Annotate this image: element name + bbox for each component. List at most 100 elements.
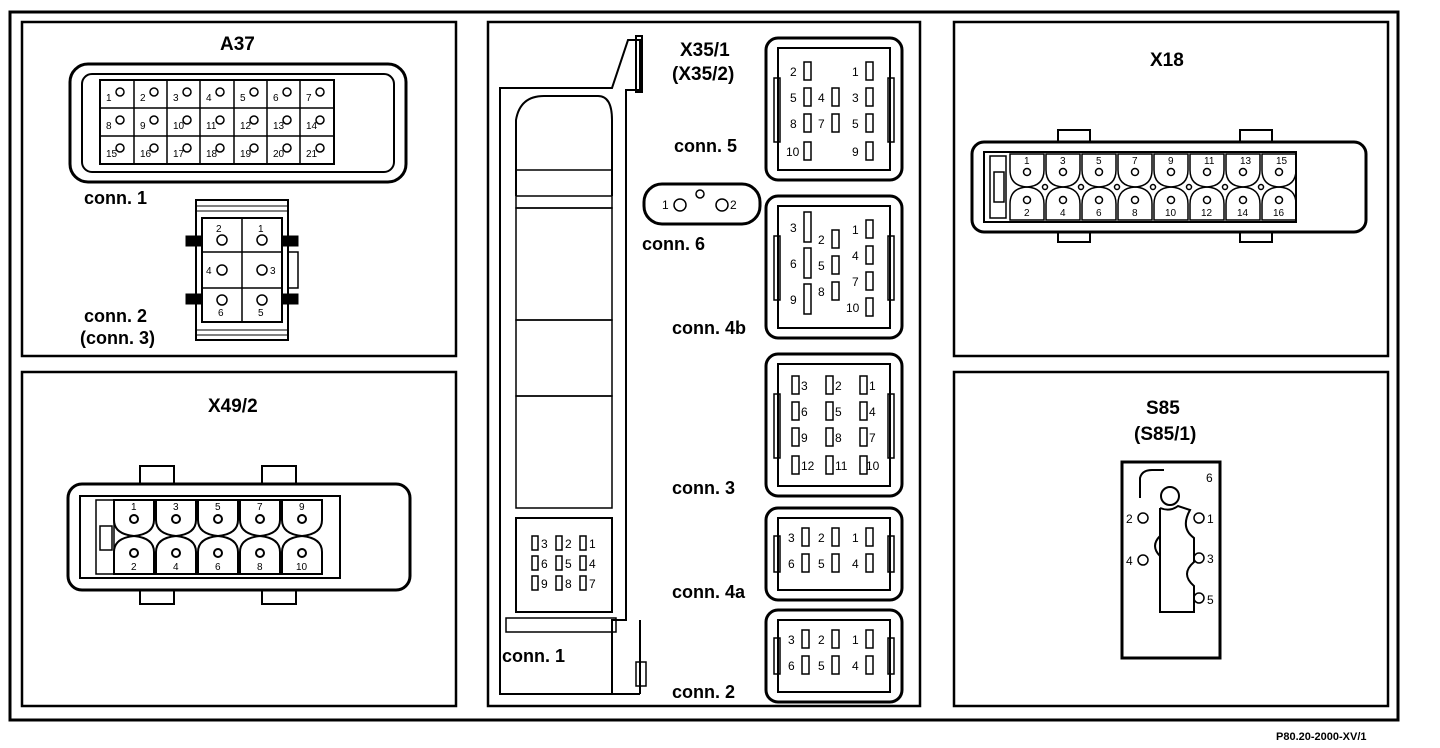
a37-conn1-pin-hole [149,87,159,97]
x35-conn4a-pin-number: 6 [788,557,795,571]
x49-panel [20,370,458,708]
a37-conn1-label: conn. 1 [84,188,147,208]
x49-pin-number: 8 [257,562,263,573]
x35-conn2-pin-number: 5 [818,659,825,673]
x35-conn6-pin-1: 1 [662,198,669,212]
s85-pin-4: 4 [1126,554,1133,568]
x35-conn1-pin-number: 9 [541,577,548,591]
x18-pin-hole [1022,195,1032,205]
s85-pin-6: 6 [1206,471,1213,485]
x35-conn1-pin-number: 5 [565,557,572,571]
x35-conn3-pin-slot [825,455,834,475]
a37-conn1-pin-hole [182,143,192,153]
x35-conn5-connector [764,36,904,182]
x35-conn2-pin-number: 4 [852,659,859,673]
x35-conn3-pin-number: 6 [801,405,808,419]
x18-pin-number: 6 [1096,208,1102,219]
x18-pin-hole [1274,195,1284,205]
a37-conn3-label: (conn. 3) [80,328,155,348]
x18-pin-hole [1274,167,1284,177]
x18-pin-hole [1202,195,1212,205]
x35-conn4a-pin-slot [831,553,840,573]
x49-pin-lobe [113,534,155,575]
x35-conn5-pin-slot [831,113,840,133]
x18-pin-hole [1166,167,1176,177]
x35-conn1-pin-slot [579,575,587,591]
x49-pin-number: 2 [131,562,137,573]
x35-conn5-pin-slot [865,87,874,107]
x18-pin-lobe [1045,186,1081,221]
x35-conn4b-pin-slot [803,247,812,279]
x35-conn1-pin-number: 1 [589,537,596,551]
a37-conn1-pin-hole [315,143,325,153]
a37-conn1-pin-number: 18 [206,149,218,160]
a37-conn1-pin-number: 6 [273,93,279,104]
s85-panel [952,370,1390,708]
x35-conn3-pin-number: 9 [801,431,808,445]
x35-conn5-pin-number: 10 [786,145,800,159]
a37-conn2-pin-number: 1 [258,224,264,235]
x35-conn4b-pin-slot [865,271,874,291]
s85-title: S85 [1146,398,1180,419]
a37-conn2-connector [185,199,299,341]
x35-conn1-pin-number: 7 [589,577,596,591]
a37-conn1-pin-number: 1 [106,93,112,104]
x35-conn2-pin-slot [801,655,810,675]
x35-conn4a-pin-slot [865,527,874,547]
x35-conn6-connector [642,182,762,226]
x49-pin-hole [255,514,265,524]
x35-title: X35/1 [680,40,730,61]
x35-conn3-pin-slot [791,455,800,475]
x18-pin-number: 3 [1060,156,1066,167]
x49-pin-lobe [155,534,197,575]
x35-conn2-pin-slot [865,629,874,649]
x35-conn3-pin-slot [825,401,834,421]
x35-conn4a-pin-slot [801,553,810,573]
x35-conn4a-connector [764,506,904,602]
x35-conn1-pins [531,535,587,591]
x18-key-dot [1041,183,1049,191]
x18-pin-hole [1130,167,1140,177]
a37-conn1-pin-hole [182,87,192,97]
a37-conn1-pin-number: 7 [306,93,312,104]
x35-conn5-pin-number: 3 [852,91,859,105]
x18-pin-lobe [1189,186,1225,221]
a37-conn1-pin-number: 9 [140,121,146,132]
a37-conn1-pin-hole [282,143,292,153]
x35-conn4b-pin-slot [831,255,840,275]
x18-pin-number: 1 [1024,156,1030,167]
x35-conn1-pin-slot [579,555,587,571]
s85-pin-5: 5 [1207,593,1214,607]
x35-conn3-pin-number: 2 [835,379,842,393]
a37-conn1-pin-number: 21 [306,149,318,160]
a37-conn1-pin-hole [315,115,325,125]
x49-pin-number: 9 [299,502,305,513]
x35-conn2-pin-number: 1 [852,633,859,647]
x18-pin-number: 12 [1201,208,1213,219]
x35-conn5-pin-number: 7 [818,117,825,131]
x35-conn4a-pin-slot [865,553,874,573]
x35-conn4a-pin-number: 3 [788,531,795,545]
x35-conn1-pin-slot [531,555,539,571]
x35-conn1-pin-slot [579,535,587,551]
x35-conn3-pin-number: 7 [869,431,876,445]
x49-pin-hole [129,548,139,558]
a37-conn2-pin-number: 2 [216,224,222,235]
a37-conn1-pin-hole [215,87,225,97]
x35-conn3-pin-number: 4 [869,405,876,419]
x18-pin-hole [1094,167,1104,177]
x35-conn4b-pin-slot [803,283,812,315]
x49-pin-hole [171,548,181,558]
x35-conn5-pin-number: 9 [852,145,859,159]
x18-title: X18 [1150,50,1184,71]
a37-conn1-pin-number: 10 [173,121,185,132]
a37-conn1-pin-hole [249,143,259,153]
x35-conn3-pin-slot [859,401,868,421]
x35-conn1-pin-number: 2 [565,537,572,551]
x49-title: X49/2 [208,396,258,417]
x35-conn1-label: conn. 1 [502,646,565,666]
a37-conn1-pin-hole [115,87,125,97]
x35-conn3-pin-number: 3 [801,379,808,393]
x35-conn4a-pin-number: 2 [818,531,825,545]
x35-conn5-pin-slot [803,113,812,133]
